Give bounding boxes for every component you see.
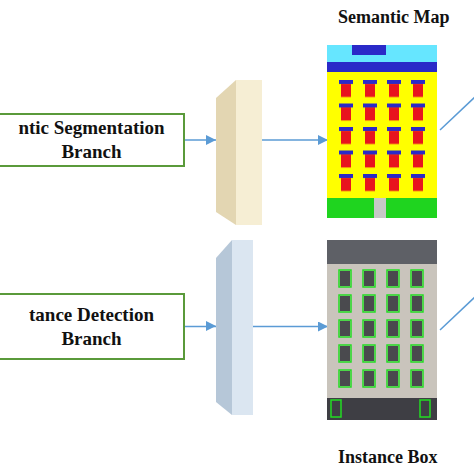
semantic-map: Semantic Map xyxy=(327,6,474,218)
node-label: Semantic Map xyxy=(338,6,474,28)
feature-slab xyxy=(236,80,262,225)
outgoing-line xyxy=(440,96,474,130)
branch-box: ntic Segmentation Branch xyxy=(0,113,185,167)
instance-photo xyxy=(327,240,437,420)
node-label: ntic Segmentation Branch xyxy=(6,116,177,164)
branch-box: tance Detection Branch xyxy=(0,293,185,360)
node-label: Instance Box xyxy=(338,446,474,468)
instance-box: Instance Box xyxy=(327,240,474,468)
feature-slab xyxy=(232,240,253,415)
outgoing-line xyxy=(440,296,474,330)
arrow-head xyxy=(206,135,216,145)
feature-slab-side xyxy=(216,240,232,415)
node-label: tance Detection Branch xyxy=(6,303,177,351)
feature-slab-side xyxy=(216,80,236,225)
arrow-head xyxy=(206,321,216,331)
semantic-map-image xyxy=(327,45,437,218)
